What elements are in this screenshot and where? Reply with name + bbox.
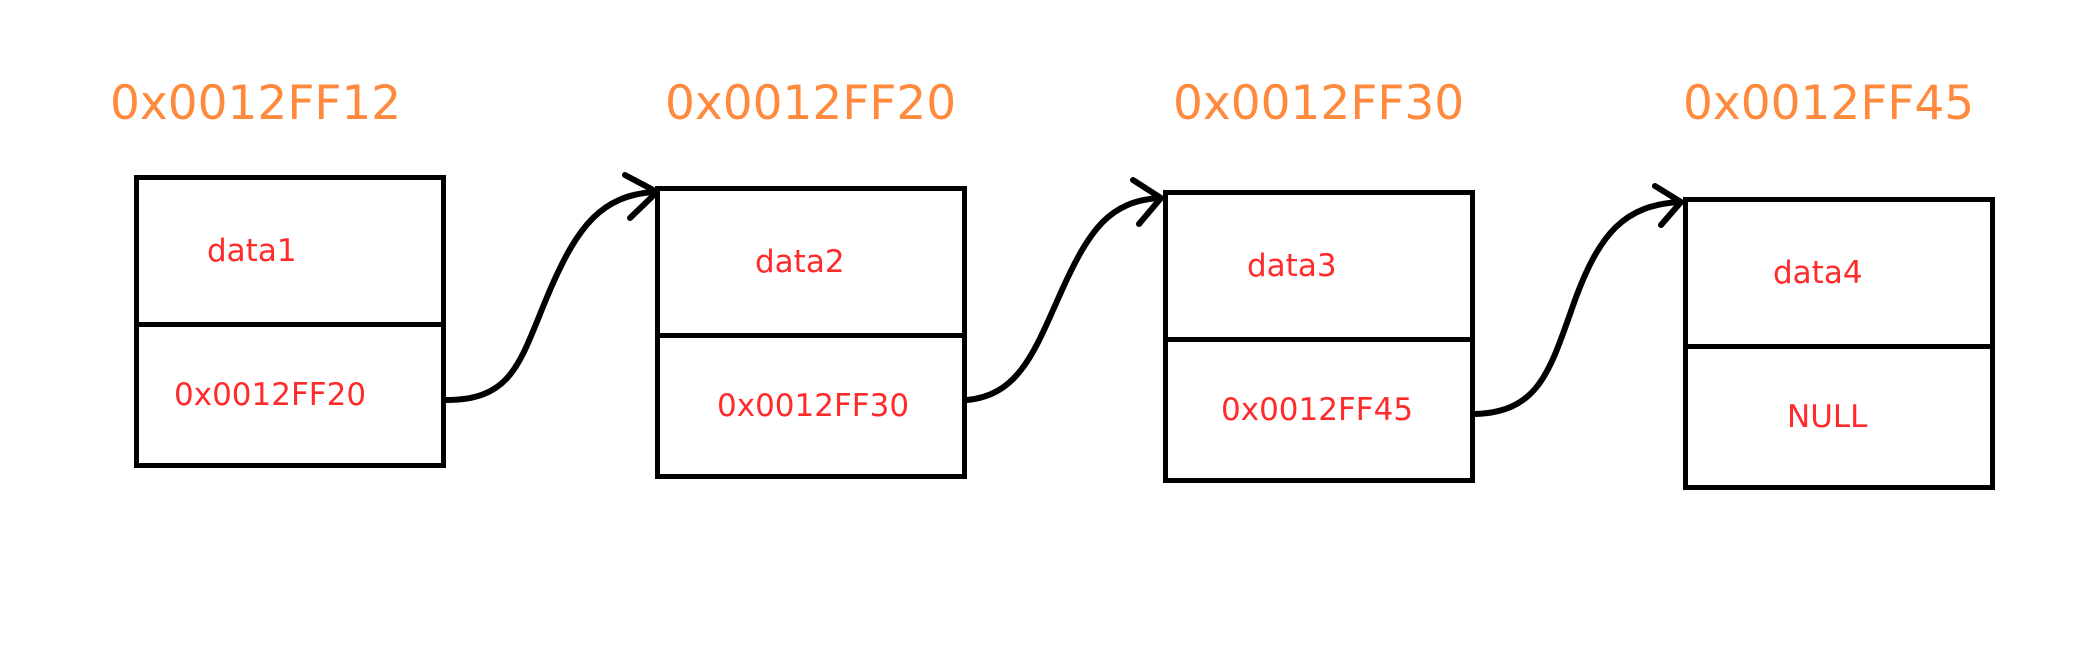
node-data-text: data3	[1247, 248, 1337, 284]
list-node: data3 0x0012FF45	[1163, 190, 1475, 483]
list-node: data2 0x0012FF30	[655, 186, 967, 479]
arrowhead-icon	[622, 172, 660, 221]
next-pointer-arrow	[443, 189, 656, 403]
list-node: data4 NULL	[1683, 197, 1995, 490]
node-data-cell: data3	[1168, 195, 1470, 337]
node-data-cell: data1	[139, 180, 441, 322]
node-address-label: 0x0012FF20	[665, 76, 957, 131]
arrowhead-icon	[1130, 177, 1164, 227]
node-next-pointer-text: 0x0012FF20	[174, 377, 367, 413]
node-data-cell: data2	[660, 191, 962, 333]
node-next-pointer-text: NULL	[1787, 399, 1868, 435]
arrowhead-icon	[1652, 183, 1684, 228]
node-address-label: 0x0012FF45	[1683, 76, 1975, 131]
node-address-label: 0x0012FF12	[110, 76, 402, 131]
node-next-pointer-cell: 0x0012FF45	[1168, 337, 1470, 478]
list-node: data1 0x0012FF20	[134, 175, 446, 468]
node-data-cell: data4	[1688, 202, 1990, 344]
node-next-pointer-cell: 0x0012FF30	[660, 333, 962, 474]
node-next-pointer-text: 0x0012FF30	[717, 388, 910, 424]
next-pointer-arrow	[1472, 199, 1681, 417]
node-data-text: data1	[207, 233, 297, 269]
node-next-pointer-text: 0x0012FF45	[1221, 392, 1414, 428]
node-next-pointer-cell: NULL	[1688, 344, 1990, 485]
node-data-text: data2	[755, 244, 845, 280]
node-address-label: 0x0012FF30	[1173, 76, 1465, 131]
node-data-text: data4	[1773, 255, 1863, 291]
next-pointer-arrow	[964, 195, 1161, 403]
node-next-pointer-cell: 0x0012FF20	[139, 322, 441, 463]
